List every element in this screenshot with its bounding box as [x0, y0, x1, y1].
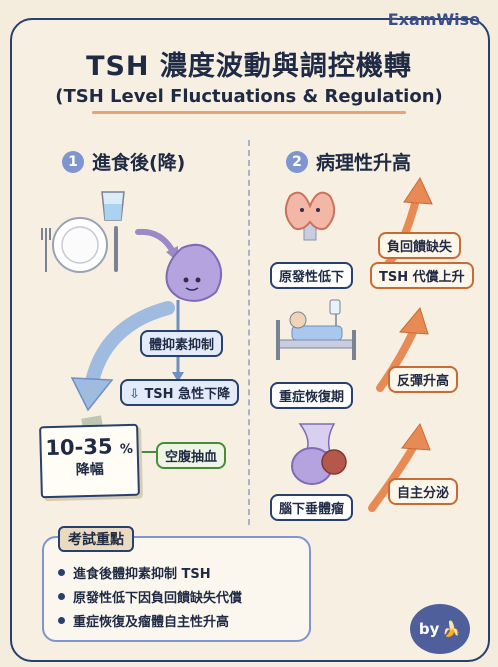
tsh-drop-tag: ⇩ TSH 急性下降	[120, 379, 240, 406]
key-points-box	[42, 536, 311, 642]
drop-range-value-row: 10-35 %	[41, 434, 137, 460]
fork-icon	[41, 228, 51, 272]
bullet-icon	[58, 569, 65, 576]
up-arrow-icon-2	[376, 306, 429, 392]
knife-icon	[114, 226, 118, 272]
author-badge-by: by	[418, 620, 440, 638]
drop-range-value: 10-35	[45, 434, 113, 461]
section2-number: 2	[286, 150, 308, 173]
drop-range-label: 降幅	[75, 461, 104, 479]
stomach-icon	[165, 243, 223, 302]
down-arrow-icon	[85, 301, 175, 389]
drop-range-note: 10-35 % 降幅	[39, 423, 140, 499]
bullet-icon	[58, 593, 65, 600]
bullet-icon	[58, 617, 65, 624]
banana-icon: 🍌	[442, 620, 462, 638]
brand-logo: ExamWise	[387, 10, 480, 29]
section1-number: 1	[62, 150, 84, 173]
key-points-title: 考試重點	[58, 526, 134, 552]
key-point-item: 進食後體抑素抑制 TSH	[58, 563, 211, 582]
water-glass-icon	[101, 191, 125, 221]
inhibit-tag: 體抑素抑制	[140, 330, 224, 357]
main-title: TSH 濃度波動與調控機轉	[86, 51, 412, 82]
key-point-text: 重症恢復及瘤體自主性升高	[73, 615, 230, 630]
key-point-item: 原發性低下因負回饋缺失代償	[58, 587, 242, 606]
tumor-label: 腦下垂體瘤	[270, 494, 354, 521]
up-arrow-icon-3	[368, 422, 431, 512]
key-point-item: 重症恢復及瘤體自主性升高	[58, 611, 229, 630]
rebound-tag: 反彈升高	[388, 366, 459, 393]
key-point-text: 原發性低下因負回饋缺失代償	[73, 591, 243, 606]
hospital-bed-icon	[276, 299, 356, 360]
compensate-tag: TSH 代償上升	[370, 262, 474, 289]
fasting-tag: 空腹抽血	[156, 442, 227, 469]
recovery-label: 重症恢復期	[270, 382, 354, 409]
section2-heading: 2 病理性升高	[286, 148, 411, 175]
column-divider	[248, 140, 250, 525]
pituitary-tumor-icon	[291, 423, 347, 485]
hypothyroid-label: 原發性低下	[270, 262, 354, 289]
plate-icon	[52, 217, 108, 273]
author-badge: by 🍌	[410, 604, 470, 654]
drop-range-unit: %	[119, 441, 134, 458]
subtitle-underline	[92, 111, 406, 114]
autonomous-tag: 自主分泌	[388, 478, 459, 505]
thyroid-icon	[284, 191, 336, 241]
key-point-text: 進食後體抑素抑制 TSH	[73, 567, 211, 582]
subtitle: (TSH Level Fluctuations & Regulation)	[55, 86, 443, 107]
feedback-tag: 負回饋缺失	[378, 232, 462, 259]
section2-title: 病理性升高	[316, 152, 412, 174]
section1-heading: 1 進食後(降)	[62, 148, 185, 175]
section1-title: 進食後(降)	[92, 152, 186, 174]
tsh-drop-label: TSH 急性下降	[144, 387, 231, 402]
down-arrow-small-icon: ⇩	[129, 387, 140, 402]
curved-arrow-icon	[135, 228, 175, 253]
